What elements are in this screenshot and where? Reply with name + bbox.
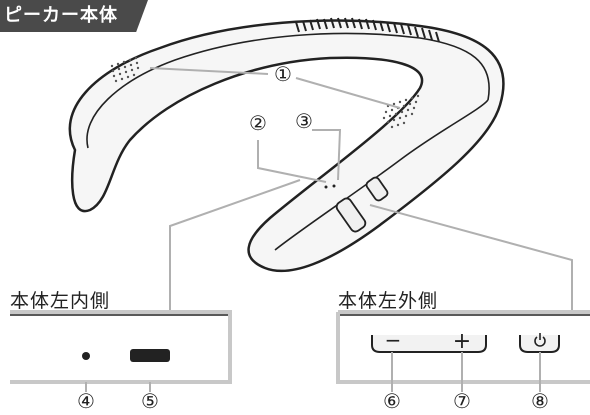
callout-1: ① [274,62,292,86]
minus-label: − [385,328,402,352]
usb-port-icon [130,349,170,362]
header-tag: ピーカー本体 [0,0,148,32]
microphone-hole-icon [82,352,90,360]
inner-panel-title: 本体左内側 [10,290,111,312]
volume-button [371,335,487,353]
mic-hole-b [332,184,336,188]
mic-hole-a [324,185,328,189]
callout-7: ⑦ [453,389,471,413]
outer-panel-title: 本体左外側 [338,290,439,312]
vent-slots [295,17,440,43]
body-edge-line [86,32,490,149]
right-speaker-grille [382,94,420,129]
body-edge-line-lower [274,99,489,251]
leader-lines [149,67,573,310]
callout-6: ⑥ [383,389,401,413]
body-power-button [365,176,389,202]
callout-3: ③ [295,109,313,133]
callout-8: ⑧ [531,389,549,413]
power-icon [534,333,546,347]
callout-4: ④ [77,389,95,413]
callout-2: ② [249,111,267,135]
plus-label: + [453,329,471,354]
body-outline [68,19,505,273]
left-speaker-grille [110,56,140,83]
body-volume-button [335,197,367,233]
callout-5: ⑤ [141,389,159,413]
neck-speaker-body [68,17,505,273]
inner-panel [10,310,232,392]
header-title: ピーカー本体 [4,5,118,26]
outer-panel: − + [336,310,590,392]
